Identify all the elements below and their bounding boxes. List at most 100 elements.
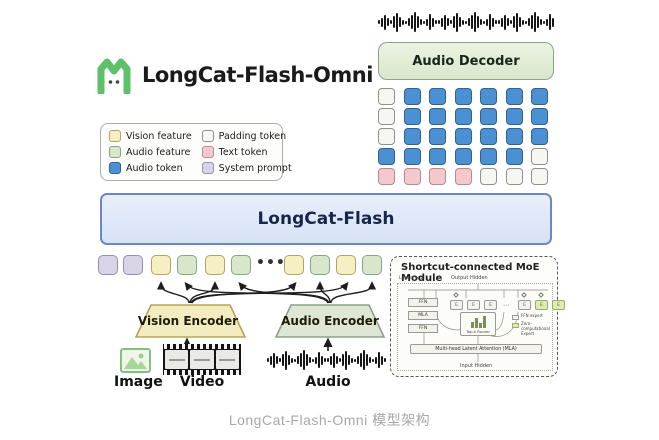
moe-ellipsis: ⋯ xyxy=(503,302,509,309)
legend-label: System prompt xyxy=(218,162,292,174)
audio_token-cell xyxy=(429,108,446,125)
padding-cell xyxy=(531,148,548,165)
audio_token-cell xyxy=(480,128,497,145)
vision-token-arrows xyxy=(156,281,349,304)
system-token xyxy=(123,255,143,275)
audio_token-cell xyxy=(480,88,497,105)
backbone-box: LongCat-Flash xyxy=(100,193,552,245)
moe-expert-ffn: E xyxy=(518,300,531,310)
audio-input-label: Audio xyxy=(305,374,351,390)
moe-ffn-box: FFN xyxy=(408,324,438,333)
legend-item: Vision feature xyxy=(109,130,192,142)
audio_token-cell xyxy=(403,128,421,145)
brand: LongCat-Flash-Omni xyxy=(94,56,373,94)
padding-cell xyxy=(531,168,548,185)
video-filmstrip-icon xyxy=(163,344,241,375)
audio_token-cell xyxy=(480,148,497,165)
audio-encoder-label: Audio Encoder xyxy=(281,314,379,328)
legend-item: Text token xyxy=(201,146,292,158)
legend-item: System prompt xyxy=(201,162,292,174)
moe-mla-bar: Multi-head Latent Attention (MLA) xyxy=(410,344,542,354)
moe-output-label: Output Hidden xyxy=(451,275,488,281)
audio_token-cell xyxy=(378,148,395,165)
audio_token-cell xyxy=(531,108,548,125)
moe-expert-zero: E xyxy=(552,300,565,310)
audio_token-cell xyxy=(531,88,548,105)
system-swatch xyxy=(201,162,214,174)
audio_feature-token xyxy=(362,255,382,275)
audio_token-cell xyxy=(429,128,446,145)
audio_token-cell xyxy=(454,88,472,105)
text_token-cell xyxy=(378,168,395,185)
audio_token-cell xyxy=(403,108,421,125)
text_token-swatch xyxy=(201,146,214,158)
moe-expert-ffn: E xyxy=(484,300,497,310)
router-barchart-icon xyxy=(470,316,486,328)
audio-token-arrows xyxy=(184,281,377,304)
audio_feature-token xyxy=(177,255,197,275)
zero-swatch xyxy=(512,323,519,328)
padding-cell xyxy=(378,88,395,105)
text_token-cell xyxy=(454,168,472,185)
moe-expert-ffn: E xyxy=(450,300,463,310)
moe-router-label: Top-k Router xyxy=(466,329,490,334)
audio_token-cell xyxy=(505,128,523,145)
padding-swatch xyxy=(201,130,214,142)
video-input-label: Video xyxy=(179,374,225,390)
padding-cell xyxy=(378,128,395,145)
legend-item: Audio token xyxy=(109,162,192,174)
audio_token-cell xyxy=(429,88,446,105)
audio_feature-swatch xyxy=(109,146,121,158)
text_token-cell xyxy=(403,168,421,185)
vision-token xyxy=(151,255,171,275)
audio_token-cell xyxy=(429,148,446,165)
vision-token xyxy=(284,255,304,275)
output-token-grid xyxy=(378,88,548,188)
longcat-logo-icon xyxy=(97,58,131,94)
vision-token xyxy=(205,255,225,275)
moe-ffn-box: FFN xyxy=(408,298,438,307)
padding-cell xyxy=(378,108,395,125)
decoder-output-waveform-icon xyxy=(378,10,556,34)
moe-mla-box: MLA xyxy=(408,311,438,320)
padding-cell xyxy=(480,168,497,185)
moe-expert-zero: E xyxy=(535,300,548,310)
legend-item: Padding token xyxy=(201,130,292,142)
padding-cell xyxy=(505,168,523,185)
legend-label: Text token xyxy=(218,146,268,158)
audio_token-cell xyxy=(454,148,472,165)
moe-input-label: Input Hidden xyxy=(460,363,493,369)
vision-encoder-label: Vision Encoder xyxy=(137,314,239,328)
figure-caption: LongCat-Flash-Omni 模型架构 xyxy=(228,412,431,428)
moe-legend-label: Zero-computational Expert xyxy=(521,321,550,336)
moe-title: Shortcut-connected MoE Module xyxy=(401,262,540,284)
audio_token-cell xyxy=(454,108,472,125)
ellipsis: ••• xyxy=(256,255,286,271)
audio_token-swatch xyxy=(109,162,121,174)
moe-module-box: Shortcut-connected MoE Module Layers × L… xyxy=(390,256,565,377)
vision-token xyxy=(336,255,356,275)
audio_token-cell xyxy=(505,88,523,105)
legend-item: Audio feature xyxy=(109,146,192,158)
audio_token-cell xyxy=(505,148,523,165)
audio-input-waveform-icon xyxy=(267,347,389,373)
ffn-swatch xyxy=(512,315,519,320)
audio_token-cell xyxy=(531,128,548,145)
vision-swatch xyxy=(109,130,121,142)
audio_token-cell xyxy=(403,88,421,105)
moe-legend-item: FFN expert xyxy=(512,313,554,320)
moe-legend-label: FFN expert xyxy=(521,313,543,318)
image-icon xyxy=(120,348,151,373)
audio_token-cell xyxy=(505,108,523,125)
text_token-cell xyxy=(429,168,446,185)
legend-label: Vision feature xyxy=(126,130,192,142)
image-input-label: Image xyxy=(114,374,163,390)
audio_feature-token xyxy=(231,255,251,275)
system-token xyxy=(98,255,118,275)
moe-router-box: Top-k Router xyxy=(460,312,496,336)
audio_feature-token xyxy=(310,255,330,275)
